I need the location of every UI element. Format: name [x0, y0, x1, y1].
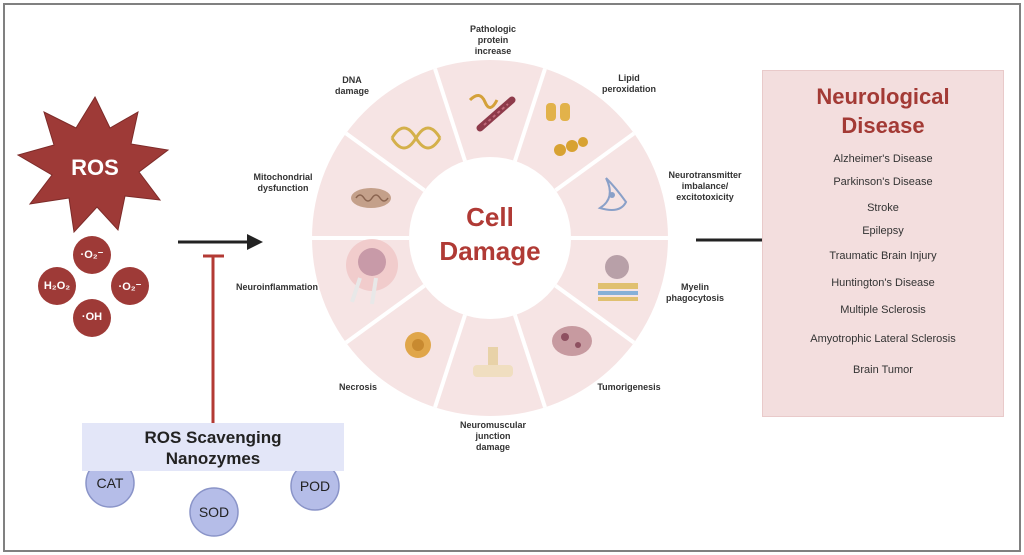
protein-icon [468, 94, 516, 132]
ros-scavenging-subtitle: Nanozymes [165, 449, 261, 468]
disease-item: Alzheimer's Disease [833, 153, 933, 165]
ros-species-label: H₂O₂ [43, 280, 71, 292]
cell-damage-line1: Cell [466, 202, 514, 232]
neurological-disease-panel: Neurological Disease Alzheimer's Disease… [762, 70, 1004, 417]
ros-species-label: ·O₂⁻ [118, 281, 142, 293]
ros-species-label: ·O₂⁻ [80, 249, 104, 261]
dna-icon [390, 126, 442, 150]
ros-scavenging-title: ROS Scavenging [144, 428, 282, 447]
ros-burst-label: ROS [71, 155, 119, 180]
nanozyme-sod-label: SOD [198, 504, 230, 520]
neurotransmitter-icon [597, 177, 628, 211]
ros-species-superoxide-right [111, 267, 149, 305]
necrosis-icon [405, 332, 431, 358]
disease-title-line2: Disease [841, 113, 925, 138]
disease-title-line1: Neurological [816, 84, 950, 109]
ros-species-label: ·OH [81, 311, 103, 323]
segment-label-tumorigenesis: Tumorigenesis [597, 382, 661, 392]
nanozyme-pod-label: POD [299, 478, 331, 494]
ros-species-hydroxyl [73, 299, 111, 337]
disease-item: Traumatic Brain Injury [829, 250, 937, 262]
ros-starburst [16, 95, 170, 234]
lipid-icon [546, 103, 588, 156]
nanozyme-cat-label: CAT [96, 475, 124, 491]
disease-item: Brain Tumor [853, 364, 913, 376]
disease-item: Multiple Sclerosis [840, 304, 926, 316]
disease-item: Parkinson's Disease [833, 176, 933, 188]
myelin-icon [598, 255, 638, 301]
disease-item: Stroke [867, 202, 899, 214]
ros-to-damage-arrow-head [247, 234, 263, 250]
disease-item: Amyotrophic Lateral Sclerosis [810, 333, 956, 345]
ros-species-superoxide-top [73, 236, 111, 274]
disease-item: Huntington's Disease [831, 277, 935, 289]
neuromuscular-icon [473, 347, 513, 377]
cell-damage-line2: Damage [439, 236, 541, 266]
disease-item: Epilepsy [862, 225, 904, 237]
cell-damage-title: Cell Damage [415, 200, 565, 268]
segment-label-neuroinflammation: Neuroinflammation [235, 282, 318, 292]
mitochondria-icon [351, 188, 391, 208]
segment-label-necrosis: Necrosis [338, 382, 378, 392]
neuroinflammation-icon [346, 239, 398, 305]
ros-species-h2o2 [38, 267, 76, 305]
tumor-icon [552, 326, 592, 356]
nanozyme-sod [189, 487, 239, 537]
ros-scavenging-box: ROS Scavenging Nanozymes [82, 423, 344, 471]
